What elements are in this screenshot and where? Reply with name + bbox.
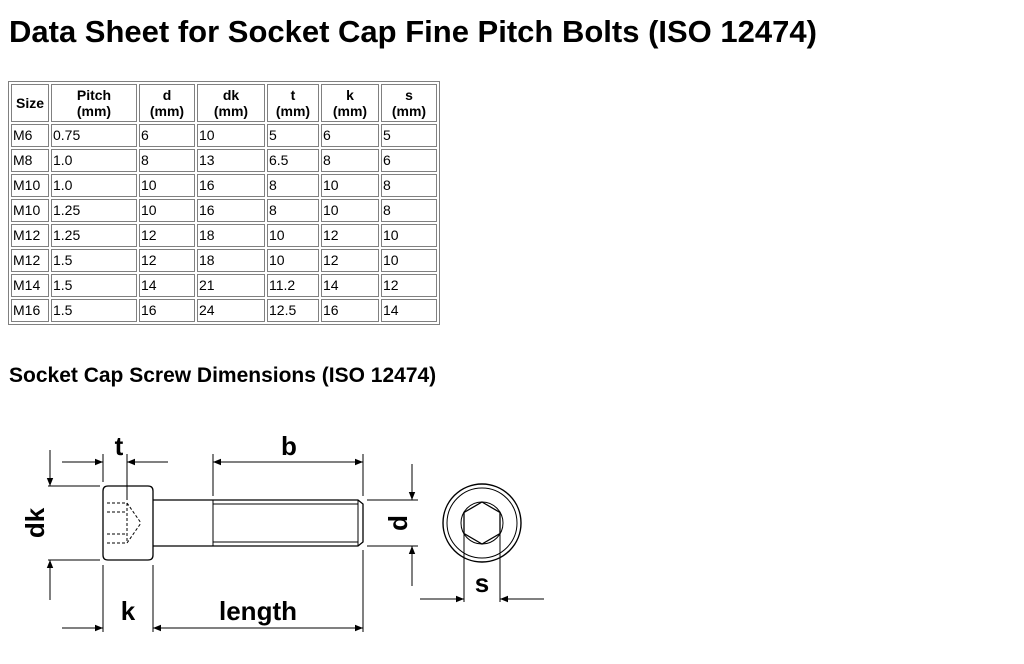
cell-k: 8 xyxy=(321,149,379,172)
cell-size: M10 xyxy=(11,174,49,197)
cell-pitch: 0.75 xyxy=(51,124,137,147)
header-k: k(mm) xyxy=(321,84,379,122)
cell-s: 14 xyxy=(381,299,437,322)
cell-dk: 18 xyxy=(197,224,265,247)
socket-cap-screw-diagram: t b dk d k length s xyxy=(20,431,544,632)
label-s: s xyxy=(475,568,489,598)
label-t: t xyxy=(115,431,124,461)
page-title: Data Sheet for Socket Cap Fine Pitch Bol… xyxy=(9,14,817,49)
header-d: d(mm) xyxy=(139,84,195,122)
cell-d: 16 xyxy=(139,299,195,322)
cell-d: 10 xyxy=(139,199,195,222)
cell-pitch: 1.5 xyxy=(51,299,137,322)
cell-s: 10 xyxy=(381,224,437,247)
socket-hidden-lines xyxy=(107,502,142,544)
cell-pitch: 1.5 xyxy=(51,274,137,297)
cell-s: 10 xyxy=(381,249,437,272)
cell-t: 8 xyxy=(267,174,319,197)
cell-t: 11.2 xyxy=(267,274,319,297)
table-header-row: Size Pitch(mm) d(mm) dk(mm) t(mm) k(mm) … xyxy=(11,84,437,122)
cell-pitch: 1.0 xyxy=(51,149,137,172)
cell-k: 10 xyxy=(321,174,379,197)
header-size: Size xyxy=(11,84,49,122)
cell-k: 12 xyxy=(321,224,379,247)
header-dk: dk(mm) xyxy=(197,84,265,122)
section-heading: Socket Cap Screw Dimensions (ISO 12474) xyxy=(9,364,437,387)
cell-s: 6 xyxy=(381,149,437,172)
label-d: d xyxy=(383,515,413,531)
label-k: k xyxy=(121,596,136,626)
cell-pitch: 1.0 xyxy=(51,174,137,197)
cell-pitch: 1.25 xyxy=(51,224,137,247)
cell-size: M12 xyxy=(11,249,49,272)
cell-dk: 10 xyxy=(197,124,265,147)
cell-pitch: 1.5 xyxy=(51,249,137,272)
label-length: length xyxy=(219,596,297,626)
cell-d: 6 xyxy=(139,124,195,147)
cell-k: 12 xyxy=(321,249,379,272)
hex-socket xyxy=(463,501,501,545)
cell-dk: 24 xyxy=(197,299,265,322)
cell-t: 12.5 xyxy=(267,299,319,322)
label-dk: dk xyxy=(20,507,50,538)
cell-t: 5 xyxy=(267,124,319,147)
cell-size: M16 xyxy=(11,299,49,322)
cell-k: 16 xyxy=(321,299,379,322)
cell-pitch: 1.25 xyxy=(51,199,137,222)
cell-size: M10 xyxy=(11,199,49,222)
label-b: b xyxy=(281,431,297,461)
cell-dk: 16 xyxy=(197,199,265,222)
cell-dk: 13 xyxy=(197,149,265,172)
cell-dk: 21 xyxy=(197,274,265,297)
cell-size: M6 xyxy=(11,124,49,147)
cell-size: M12 xyxy=(11,224,49,247)
cell-d: 14 xyxy=(139,274,195,297)
cell-s: 5 xyxy=(381,124,437,147)
cell-d: 12 xyxy=(139,249,195,272)
cell-d: 10 xyxy=(139,174,195,197)
dimensions-table: Size Pitch(mm) d(mm) dk(mm) t(mm) k(mm) … xyxy=(8,81,440,325)
cell-t: 10 xyxy=(267,249,319,272)
cell-s: 12 xyxy=(381,274,437,297)
cell-d: 12 xyxy=(139,224,195,247)
cell-t: 8 xyxy=(267,199,319,222)
header-pitch: Pitch(mm) xyxy=(51,84,137,122)
screw-shank xyxy=(153,499,364,547)
cell-k: 14 xyxy=(321,274,379,297)
cell-size: M8 xyxy=(11,149,49,172)
cell-t: 6.5 xyxy=(267,149,319,172)
head-end-view xyxy=(442,483,522,563)
header-s: s(mm) xyxy=(381,84,437,122)
cell-t: 10 xyxy=(267,224,319,247)
cell-d: 8 xyxy=(139,149,195,172)
cell-dk: 16 xyxy=(197,174,265,197)
cell-k: 6 xyxy=(321,124,379,147)
cell-s: 8 xyxy=(381,199,437,222)
cell-dk: 18 xyxy=(197,249,265,272)
header-t: t(mm) xyxy=(267,84,319,122)
cell-k: 10 xyxy=(321,199,379,222)
cell-s: 8 xyxy=(381,174,437,197)
cell-size: M14 xyxy=(11,274,49,297)
screw-head xyxy=(102,485,154,561)
